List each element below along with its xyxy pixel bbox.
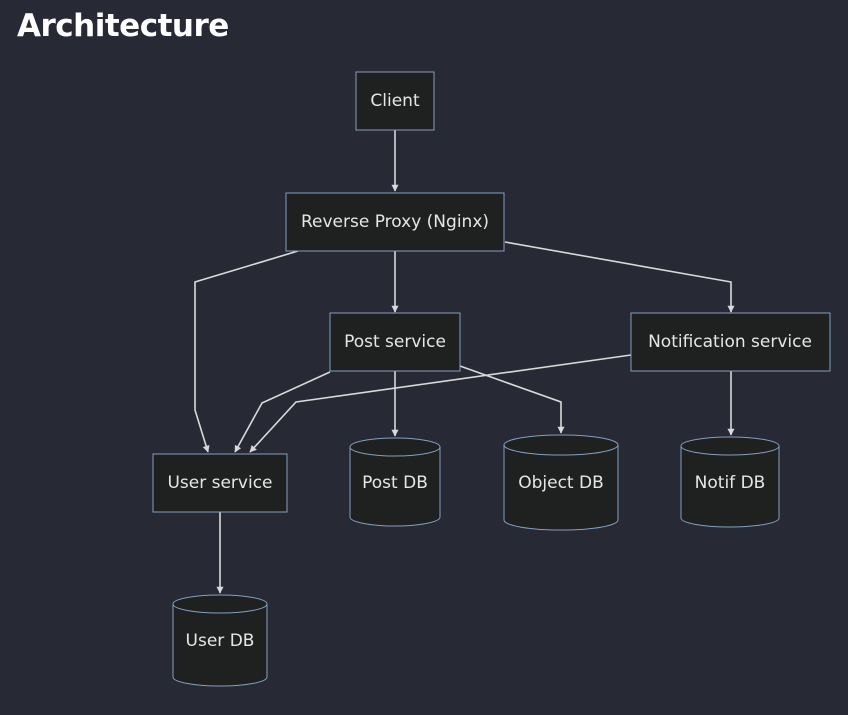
- node-label: Reverse Proxy (Nginx): [301, 212, 489, 232]
- node-client[interactable]: Client: [355, 71, 435, 131]
- edge-proxy-to-user-service: [194, 250, 299, 453]
- node-post-service[interactable]: Post service: [329, 312, 461, 372]
- edges: [194, 130, 735, 594]
- node-notification-service[interactable]: Notification service: [630, 312, 831, 372]
- node-label: Post DB: [362, 473, 428, 493]
- node-label: User DB: [186, 631, 255, 651]
- node-label: Post service: [344, 332, 446, 352]
- node-label: Client: [370, 91, 420, 111]
- edge-proxy-to-notification-service: [504, 241, 735, 313]
- edge-notification-service-to-user-service: [249, 354, 632, 453]
- node-reverse-proxy[interactable]: Reverse Proxy (Nginx): [285, 192, 505, 252]
- node-label: Object DB: [518, 473, 604, 493]
- edge-post-service-to-object-db: [459, 365, 565, 434]
- page-title: Architecture: [17, 8, 229, 44]
- node-label: Notification service: [648, 332, 812, 352]
- node-user-service[interactable]: User service: [152, 453, 288, 513]
- node-post-db[interactable]: Post DB: [349, 437, 441, 527]
- edge-post-service-to-user-service: [234, 371, 331, 453]
- node-user-db[interactable]: User DB: [172, 594, 268, 687]
- node-label: User service: [167, 473, 272, 493]
- node-notif-db[interactable]: Notif DB: [680, 436, 780, 528]
- node-label: Notif DB: [695, 473, 766, 493]
- node-object-db[interactable]: Object DB: [503, 434, 619, 531]
